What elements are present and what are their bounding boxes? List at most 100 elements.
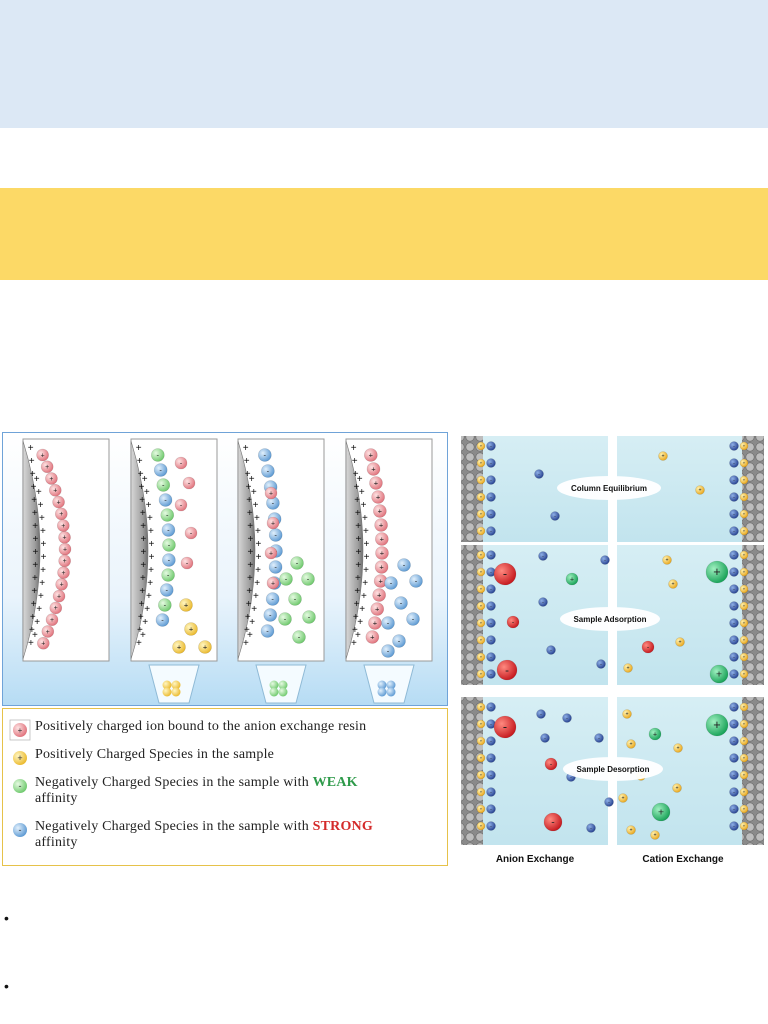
resin-plus-sign: + (39, 513, 45, 524)
svg-text:+: + (661, 454, 664, 460)
svg-text:+: + (743, 705, 746, 710)
resin-plus-sign: + (357, 617, 363, 628)
column-diagram: ++++++++++++++++++++++++++++++++++++++++… (2, 432, 448, 706)
svg-text:+: + (480, 621, 483, 626)
weak-negative-sphere: - (156, 478, 171, 492)
resin-plus-sign: + (32, 521, 38, 532)
svg-text:-: - (274, 562, 277, 571)
svg-text:-: - (269, 610, 272, 619)
legend-strong-affinity: affinity (35, 835, 78, 850)
resin-plus-sign: + (140, 573, 146, 584)
svg-text:-: - (733, 773, 735, 779)
svg-text:-: - (647, 644, 649, 651)
svg-text:-: - (294, 594, 297, 603)
svg-text:-: - (387, 646, 390, 655)
resin-plus-sign: + (41, 552, 47, 563)
anion-exchange-illustration: ++++++++++++++++++++++++++++++++++++++++… (2, 432, 448, 866)
svg-text:-: - (503, 720, 507, 734)
svg-text:+: + (743, 478, 746, 483)
resin-plus-sign: + (351, 443, 357, 454)
resin-plus-sign: + (247, 534, 253, 545)
svg-text:+: + (743, 604, 746, 609)
counter-anion-sphere: - (486, 441, 496, 451)
green-protein-sphere: + (705, 560, 729, 584)
bound-ion-sphere: + (264, 546, 278, 560)
resin-plus-sign: + (352, 625, 358, 636)
svg-text:-: - (19, 781, 22, 791)
fixed-cation-sphere: + (476, 753, 486, 763)
svg-text:-: - (490, 756, 492, 762)
legend-label-weak: Negatively Charged Species in the sample… (35, 775, 358, 807)
resin-plus-sign: + (355, 547, 361, 558)
svg-text:-: - (542, 554, 544, 560)
resin-plus-sign: + (354, 495, 360, 506)
svg-text:-: - (512, 619, 514, 626)
bound-ion-sphere: + (58, 554, 71, 568)
resin-plus-sign: + (40, 565, 46, 576)
svg-text:-: - (165, 585, 168, 594)
resin-plus-sign: + (355, 560, 361, 571)
resin-bed (130, 440, 149, 660)
eluted-sphere (386, 687, 396, 697)
resin-plus-sign: + (31, 586, 37, 597)
svg-text:-: - (490, 807, 492, 813)
svg-text:+: + (743, 529, 746, 534)
free-cation-sphere: + (675, 637, 685, 647)
svg-text:-: - (490, 722, 492, 728)
bullet-1: • (4, 910, 9, 926)
svg-text:+: + (743, 461, 746, 466)
column-2: +++++++++++++++++++++++++++++-----------… (130, 438, 218, 704)
svg-text:-: - (604, 558, 606, 564)
fixed-cation-sphere: + (476, 719, 486, 729)
svg-text:+: + (480, 739, 483, 744)
svg-text:+: + (50, 617, 54, 624)
svg-text:-: - (285, 574, 288, 583)
weak-negative-sphere: - (290, 556, 304, 570)
svg-text:+: + (49, 476, 53, 483)
counter-cation-sphere: + (739, 652, 749, 662)
resin-plus-sign: + (244, 625, 250, 636)
free-anion-sphere: - (594, 733, 604, 743)
svg-text:+: + (370, 632, 374, 641)
eluted-sphere (171, 687, 181, 697)
svg-text:+: + (480, 495, 483, 500)
strong-negative-sphere: - (159, 583, 174, 597)
svg-text:+: + (743, 739, 746, 744)
svg-text:-: - (490, 461, 492, 467)
fixed-cation-sphere: + (476, 601, 486, 611)
resin-plus-sign: + (355, 508, 361, 519)
resin-plus-sign: + (256, 552, 262, 563)
svg-text:-: - (600, 662, 602, 668)
free-cation-sphere: + (650, 830, 660, 840)
resin-plus-sign: + (361, 500, 367, 511)
svg-text:+: + (743, 638, 746, 643)
weak-negative-sphere: - (160, 508, 175, 522)
resin-plus-sign: + (32, 560, 38, 571)
bound-ion-sphere: + (54, 507, 68, 521)
counter-anion-sphere: - (486, 719, 496, 729)
pink-sphere-icon: + (9, 719, 31, 741)
resin-beads (461, 436, 483, 542)
resin-plus-sign: + (246, 482, 252, 493)
strong-negative-sphere: - (397, 558, 411, 572)
resin-plus-sign: + (142, 474, 148, 485)
column-svg: ++++++++++++++++++++++++++++++++++++++++… (3, 433, 447, 705)
svg-text:-: - (733, 655, 735, 661)
svg-text:+: + (743, 756, 746, 761)
resin-plus-sign: + (359, 604, 365, 615)
svg-text:-: - (398, 636, 401, 645)
svg-text:-: - (733, 705, 735, 711)
green-protein-sphere: + (705, 713, 729, 737)
counter-anion-sphere: - (486, 753, 496, 763)
svg-text:-: - (166, 510, 169, 519)
counter-cation-sphere: + (739, 719, 749, 729)
bound-ion-sphere: - (182, 476, 196, 490)
resin-plus-sign: + (355, 521, 361, 532)
bound-ion-sphere: + (45, 472, 58, 485)
svg-text:-: - (188, 480, 190, 487)
svg-text:+: + (743, 587, 746, 592)
svg-text:+: + (480, 790, 483, 795)
svg-text:+: + (379, 562, 383, 571)
strong-emphasis: STRONG (312, 819, 373, 834)
mechanism-panel: +-+-+-+-+-+- (461, 436, 608, 542)
